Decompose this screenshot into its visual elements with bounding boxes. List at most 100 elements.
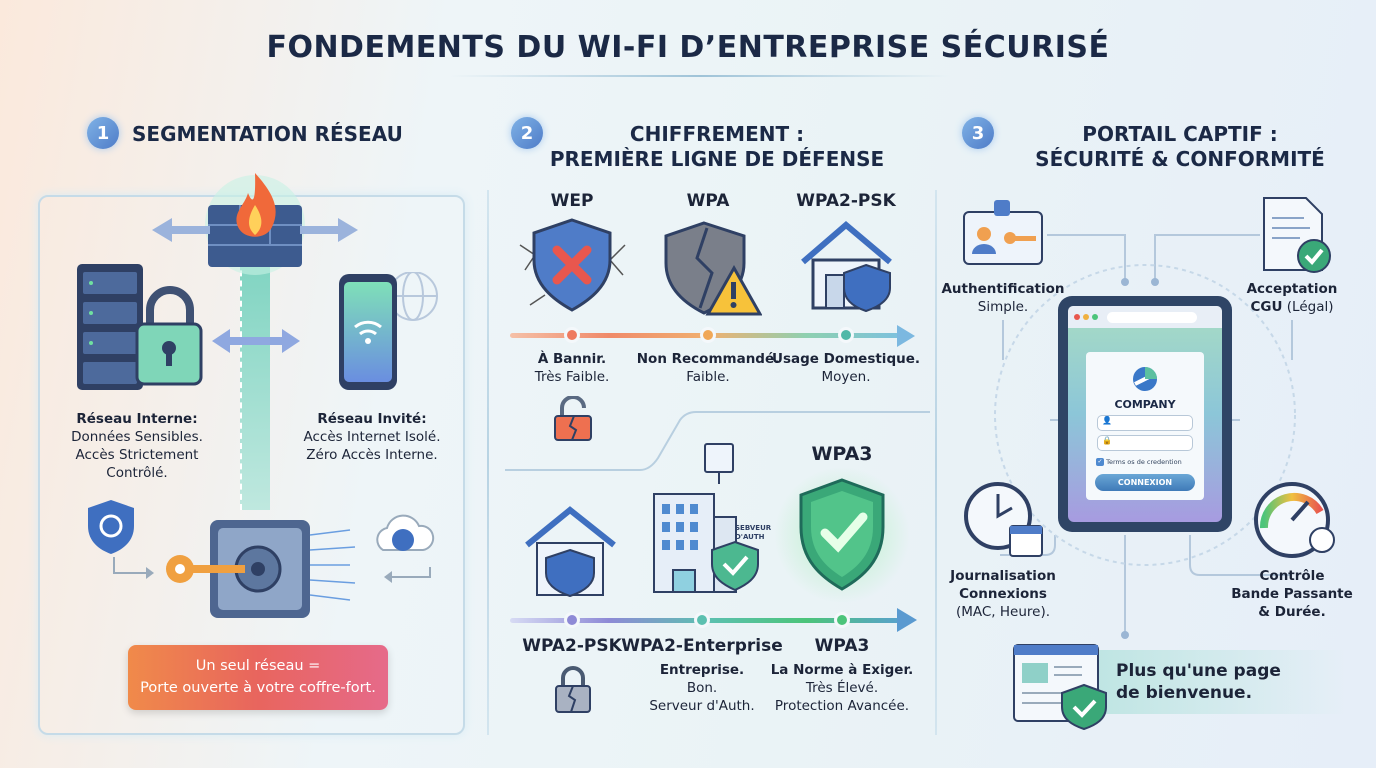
banner-line: Plus qu'une page [1116, 661, 1281, 681]
terms-checkbox-row[interactable]: ✓ Terms os de credention [1086, 458, 1204, 466]
internal-network-description: Réseau Interne: Données Sensibles. Accès… [71, 410, 203, 482]
text-line: Protection Avancée. [774, 698, 910, 714]
clock-calendar-icon [964, 482, 1043, 557]
heading-line: PREMIÈRE LIGNE DE DÉFENSE [549, 147, 885, 171]
feature-title: Journalisation [950, 568, 1056, 584]
text-line: Zéro Accès Interne. [306, 447, 438, 463]
protocol-label-wpa: WPA [686, 191, 730, 211]
timeline-dot [700, 327, 716, 343]
server-icon [704, 443, 734, 473]
tablet-device: COMPANY 👤 🔒 ✓ Terms os de credention CON… [1058, 296, 1232, 532]
bidirectional-arrow-icon [212, 329, 300, 353]
divider [935, 190, 937, 735]
wpa2-psk-description: Usage Domestique.Moyen. [772, 350, 920, 386]
text-line: Données Sensibles. [71, 429, 203, 445]
username-field[interactable]: 👤 [1097, 415, 1193, 431]
speed-gauge-icon [1254, 482, 1335, 558]
connector-lines [994, 234, 1296, 639]
password-field[interactable]: 🔒 [1097, 435, 1193, 451]
wpa-description: Non Recommandé.Faible. [637, 350, 780, 386]
feature-title: Acceptation [1246, 281, 1338, 297]
title-underline [450, 75, 950, 77]
guest-network-title: Réseau Invité: [317, 411, 427, 427]
connector-curve [505, 411, 930, 471]
callout-line: Un seul réseau = [195, 658, 321, 674]
status: La Norme à Exiger. [770, 662, 914, 678]
key-icon [166, 555, 245, 583]
section-number: 2 [511, 117, 543, 149]
arrow-icon [113, 557, 154, 579]
connexion-button[interactable]: CONNEXION [1095, 474, 1195, 491]
text-line: Contrôlé. [106, 465, 168, 481]
label-line: SEBVEUR [735, 524, 772, 532]
protocol-label-wep: WEP [550, 191, 594, 211]
wep-description: À Bannir.Très Faible. [535, 350, 610, 386]
network-path [240, 250, 270, 510]
broken-padlock-icon [555, 666, 591, 713]
section-heading: PORTAIL CAPTIF :SÉCURITÉ & CONFORMITÉ [1035, 122, 1325, 172]
captive-portal-screen: COMPANY 👤 🔒 ✓ Terms os de credention CON… [1068, 306, 1222, 522]
timeline-dot [564, 612, 580, 628]
divider [487, 190, 489, 735]
glowing-shield-check-icon [775, 467, 910, 603]
webpage-shield-icon [1013, 644, 1107, 731]
feature-title: Bande Passante [1231, 586, 1353, 602]
banner-line: de bienvenue. [1116, 683, 1253, 703]
status: Entreprise. [659, 662, 745, 678]
text-line: Serveur d'Auth. [649, 698, 755, 714]
timeline-dot [838, 327, 854, 343]
timeline-dot [834, 612, 850, 628]
text-line: Accès Strictement [75, 447, 199, 463]
house-shield-icon [801, 221, 892, 312]
protocol-label-wpa2-enterprise: WPA2-Enterprise [621, 636, 783, 656]
page-title: FONDEMENTS DU WI-FI D’ENTREPRISE SÉCURIS… [266, 30, 1110, 65]
feature-title: & Durée. [1258, 604, 1326, 620]
timeline-dot [564, 327, 580, 343]
login-card: COMPANY 👤 🔒 ✓ Terms os de credention CON… [1086, 352, 1204, 500]
shield-icon [88, 500, 134, 554]
broken-padlock-icon [554, 396, 592, 441]
text-line: Très Élevé. [805, 680, 879, 696]
arrow-head-icon [897, 608, 917, 632]
feature-sub: (Légal) [1286, 299, 1334, 315]
cracked-shield-warning-icon [664, 221, 762, 316]
smartphone-wifi-icon [339, 272, 438, 390]
cloud-globe-icon [376, 514, 435, 583]
label-line: D'AUTH [735, 533, 765, 541]
status: Non Recommandé. [636, 351, 780, 367]
section-heading: CHIFFREMENT :PREMIÈRE LIGNE DE DÉFENSE [550, 122, 884, 172]
protocol-label-wpa3: WPA3 [814, 636, 870, 656]
warning-callout: Un seul réseau = Porte ouverte à votre co… [128, 645, 388, 710]
building-shield-icon [653, 443, 759, 593]
protocol-label-wpa2-psk: WPA2-PSK [522, 636, 622, 656]
feature-title: Connexions [959, 586, 1047, 602]
wpa2-enterprise-description: Entreprise. Bon. Serveur d'Auth. [649, 661, 754, 715]
section-heading: SEGMENTATION RÉSEAU [132, 122, 403, 146]
level: Moyen. [821, 369, 871, 385]
server-icon [77, 264, 203, 390]
heading-line: SÉCURITÉ & CONFORMITÉ [1035, 147, 1325, 171]
protocol-label-wpa2-psk: WPA2-PSK [796, 191, 896, 211]
wpa3-title: WPA3 [811, 443, 873, 465]
callout-line: Porte ouverte à votre coffre-fort. [140, 680, 376, 696]
feature-sub: (MAC, Heure). [955, 604, 1051, 620]
guest-network-description: Réseau Invité: Accès Internet Isolé. Zér… [304, 410, 441, 464]
house-shield-icon [525, 506, 616, 598]
internal-network-title: Réseau Interne: [76, 411, 198, 427]
broken-shield-x-icon [519, 218, 626, 312]
address-bar[interactable] [1107, 311, 1197, 323]
feature-title: Authentification [941, 281, 1065, 297]
timeline-dot [694, 612, 710, 628]
terms-checkbox[interactable]: ✓ [1096, 458, 1104, 466]
text-line: Bon. [686, 680, 718, 696]
feature-title: Contrôle [1259, 568, 1325, 584]
company-logo-icon [1133, 367, 1157, 391]
safe-icon [166, 520, 356, 618]
browser-bar [1068, 306, 1222, 328]
